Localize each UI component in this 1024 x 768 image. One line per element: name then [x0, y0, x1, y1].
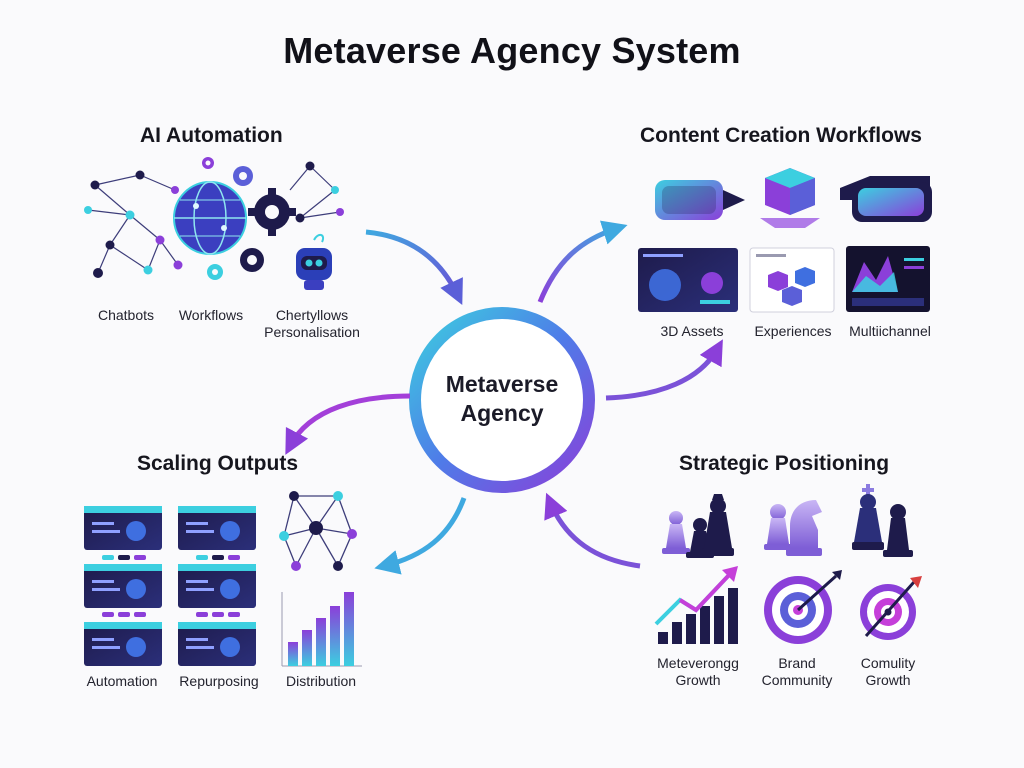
content-creation-title: Content Creation Workflows — [640, 124, 922, 147]
network-nodes — [279, 491, 357, 571]
dashboard-icon — [84, 506, 162, 666]
dashboard-icon — [749, 247, 835, 313]
scaling-outputs-label-distribution: Distribution — [285, 673, 357, 689]
chess-pieces-icon — [662, 494, 734, 558]
ai-automation-label-personalisation: Chertyllows Personalisation — [264, 307, 360, 340]
growth-chart-icon — [654, 566, 738, 644]
ai-automation-label-chatbots: Chatbots — [97, 307, 155, 323]
arrow-hub-to-scaling-bottom — [374, 497, 467, 575]
arrow-hub-to-scaling — [285, 393, 411, 455]
scaling-outputs-label-repurposing: Repurposing — [179, 673, 259, 689]
vr-headset-icon — [655, 180, 745, 220]
vr-headset-icon — [840, 176, 932, 222]
target-icon — [860, 576, 922, 640]
hub-ring — [409, 307, 595, 493]
gear-icon — [202, 157, 296, 280]
scaling-outputs-title: Scaling Outputs — [137, 452, 299, 475]
content-creation-label-3d-assets: 3D Assets — [660, 323, 724, 339]
content-creation-label-experiences: Experiences — [754, 323, 832, 339]
arrow-hub-to-content — [605, 339, 723, 401]
hub-line-1: Metaverse — [445, 371, 559, 397]
network-icon — [87, 165, 341, 274]
ai-automation-label-workflows: Workflows — [178, 307, 244, 323]
chess-pieces-icon — [852, 484, 913, 557]
network-nodes — [84, 161, 344, 278]
ai-automation-title: AI Automation — [140, 124, 283, 147]
page-title: Metaverse Agency System — [283, 30, 741, 71]
arrow-strategy-to-hub — [544, 492, 641, 569]
robot-icon — [296, 234, 332, 290]
strategic-label-community-growth: Comulity Growth — [860, 655, 916, 688]
strategic-positioning-title: Strategic Positioning — [679, 452, 890, 475]
bar-chart-icon — [281, 592, 362, 667]
3d-cube-icon — [760, 168, 820, 228]
hub-line-2: Agency — [460, 400, 544, 426]
dashboard-icon — [846, 246, 930, 312]
scaling-outputs-label-automation: Automation — [86, 673, 158, 689]
arrow-ai-to-hub — [365, 229, 463, 306]
dashboard-icon — [178, 506, 256, 666]
hub-label: Metaverse Agency — [412, 370, 592, 428]
target-icon — [764, 570, 842, 644]
strategic-label-growth: Meteverongg Growth — [657, 655, 739, 688]
brain-globe-icon — [173, 181, 247, 255]
content-creation-label-multichannel: Multiichannel — [849, 323, 931, 339]
strategic-label-brand-community: Brand Community — [761, 655, 833, 688]
chess-pieces-icon — [764, 500, 822, 556]
dashboard-icon — [638, 248, 738, 312]
arrow-hub-to-content-top — [537, 220, 628, 303]
